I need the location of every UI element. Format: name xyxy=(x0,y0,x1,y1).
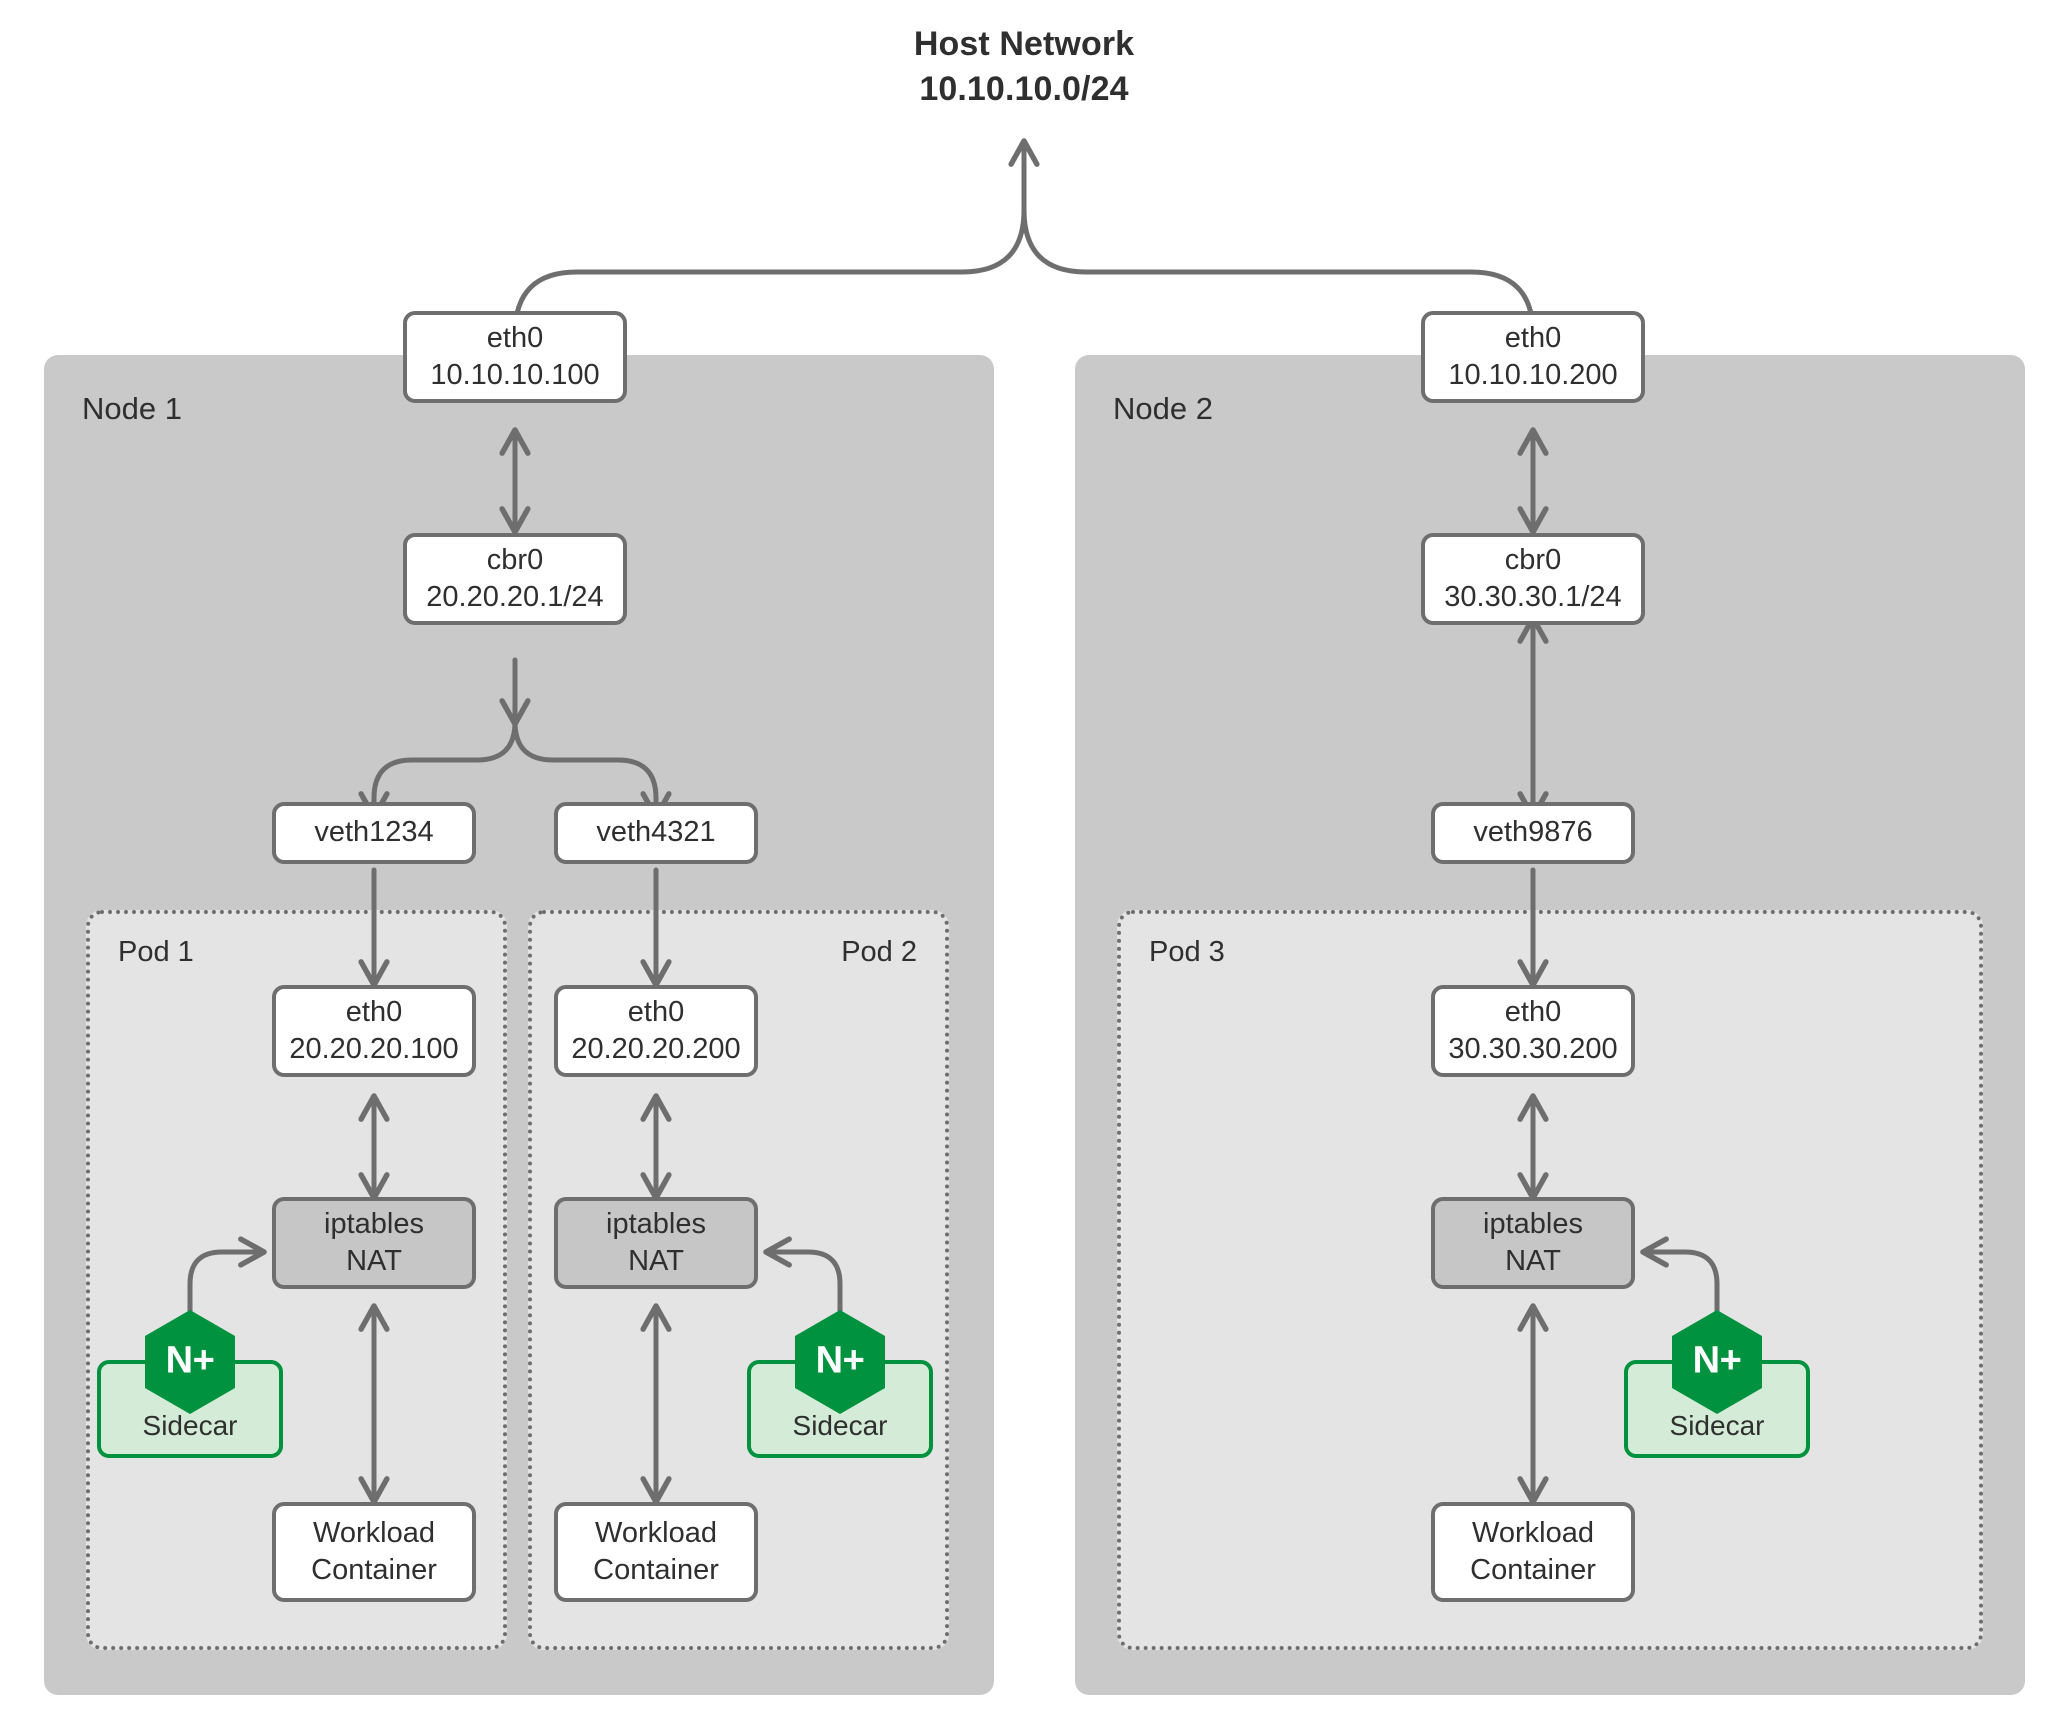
pod1-eth0-ip: 20.20.20.100 xyxy=(289,1033,459,1065)
pod3-nat-line1: iptables xyxy=(1483,1207,1583,1240)
pod1-workload-line2: Container xyxy=(311,1554,437,1586)
node1-veth1234-name: veth1234 xyxy=(314,816,434,849)
node2-eth0-box: eth0 10.10.10.200 xyxy=(1421,311,1645,403)
pod1-workload-container-box: Workload Container xyxy=(272,1502,476,1602)
nginx-plus-icon: N+ xyxy=(792,1308,888,1416)
pod3-workload-container-box: Workload Container xyxy=(1431,1502,1635,1602)
pod-label-1: Pod 1 xyxy=(118,936,194,968)
pod3-workload-line2: Container xyxy=(1470,1554,1596,1586)
node2-cbr0-name: cbr0 xyxy=(1504,543,1562,576)
pod1-sidecar-box: N+ Sidecar xyxy=(97,1310,283,1458)
pod1-iptables-nat-box: iptables NAT xyxy=(272,1197,476,1289)
node2-veth9876-box: veth9876 xyxy=(1431,802,1635,864)
node1-eth0-name: eth0 xyxy=(486,321,544,354)
node1-veth1234-box: veth1234 xyxy=(272,802,476,864)
node2-cbr0-cidr: 30.30.30.1/24 xyxy=(1444,581,1622,613)
pod2-eth0-box: eth0 20.20.20.200 xyxy=(554,985,758,1077)
node-label-2: Node 2 xyxy=(1113,391,1213,426)
node1-eth0-box: eth0 10.10.10.100 xyxy=(403,311,627,403)
pod2-sidecar-label: Sidecar xyxy=(792,1410,888,1441)
pod3-nat-line2: NAT xyxy=(1505,1245,1561,1277)
pod1-sidecar-label: Sidecar xyxy=(142,1410,238,1441)
pod1-nat-line2: NAT xyxy=(346,1245,402,1277)
node1-cbr0-box: cbr0 20.20.20.1/24 xyxy=(403,533,627,625)
pod1-eth0-box: eth0 20.20.20.100 xyxy=(272,985,476,1077)
pod2-iptables-nat-box: iptables NAT xyxy=(554,1197,758,1289)
pod2-eth0-ip: 20.20.20.200 xyxy=(571,1033,741,1065)
node2-veth9876-name: veth9876 xyxy=(1473,816,1593,849)
pod2-workload-line2: Container xyxy=(593,1554,719,1586)
pod1-eth0-name: eth0 xyxy=(345,995,403,1028)
pod3-eth0-ip: 30.30.30.200 xyxy=(1448,1033,1618,1065)
pod3-workload-line1: Workload xyxy=(1472,1516,1594,1549)
nginx-plus-icon: N+ xyxy=(142,1308,238,1416)
pod2-sidecar-box: N+ Sidecar xyxy=(747,1310,933,1458)
node1-veth4321-box: veth4321 xyxy=(554,802,758,864)
node1-cbr0-name: cbr0 xyxy=(486,543,544,576)
pod2-nat-line2: NAT xyxy=(628,1245,684,1277)
node-label-1: Node 1 xyxy=(82,391,182,426)
pod2-nat-line1: iptables xyxy=(606,1207,706,1240)
host-network-cidr: 10.10.10.0/24 xyxy=(919,69,1129,108)
node2-eth0-ip: 10.10.10.200 xyxy=(1448,359,1618,391)
pod-label-2: Pod 2 xyxy=(841,936,917,968)
host-network-title: Host Network 10.10.10.0/24 xyxy=(0,22,2048,112)
node2-eth0-name: eth0 xyxy=(1504,321,1562,354)
pod2-workload-container-box: Workload Container xyxy=(554,1502,758,1602)
pod3-sidecar-label: Sidecar xyxy=(1669,1410,1765,1441)
host-network-name: Host Network xyxy=(913,25,1135,63)
pod-label-3: Pod 3 xyxy=(1149,936,1225,968)
pod3-iptables-nat-box: iptables NAT xyxy=(1431,1197,1635,1289)
pod3-sidecar-box: N+ Sidecar xyxy=(1624,1310,1810,1458)
pod3-eth0-box: eth0 30.30.30.200 xyxy=(1431,985,1635,1077)
node1-veth4321-name: veth4321 xyxy=(596,816,716,849)
nginx-plus-icon: N+ xyxy=(1669,1308,1765,1416)
node1-cbr0-cidr: 20.20.20.1/24 xyxy=(426,581,604,613)
pod2-workload-line1: Workload xyxy=(595,1516,717,1549)
pod1-nat-line1: iptables xyxy=(324,1207,424,1240)
node1-eth0-ip: 10.10.10.100 xyxy=(430,359,600,391)
pod3-eth0-name: eth0 xyxy=(1504,995,1562,1028)
pod1-workload-line1: Workload xyxy=(313,1516,435,1549)
pod2-eth0-name: eth0 xyxy=(627,995,685,1028)
node2-cbr0-box: cbr0 30.30.30.1/24 xyxy=(1421,533,1645,625)
